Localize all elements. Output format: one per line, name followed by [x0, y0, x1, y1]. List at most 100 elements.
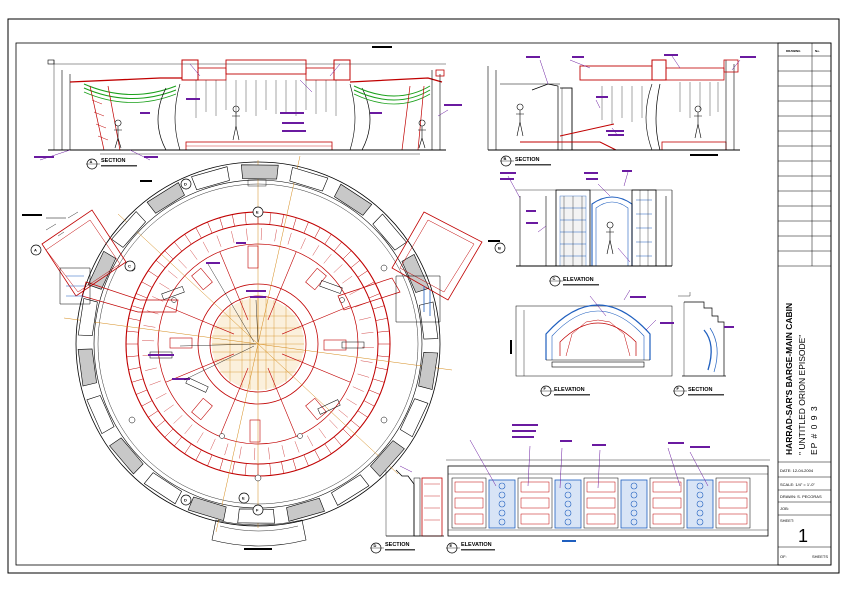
rib-line — [364, 401, 375, 407]
elevation-e-cabinets — [452, 478, 750, 528]
elevation-f-drawing — [516, 290, 672, 376]
section-f-letter: F — [677, 386, 680, 391]
rib-line — [325, 444, 332, 454]
rib-tick — [185, 425, 193, 434]
rib-tick — [164, 405, 174, 412]
rib-line — [185, 234, 192, 244]
cabinet-frame — [584, 478, 618, 528]
rib-line — [127, 331, 139, 332]
sheets-label: SHEETS — [812, 554, 828, 559]
rib-line — [270, 463, 271, 475]
plan-marker-label: C — [128, 264, 131, 269]
rib-line — [315, 228, 321, 239]
rib-line — [351, 420, 360, 428]
rib-line — [304, 455, 309, 466]
drawing-no-label: DRAWING — [786, 49, 801, 53]
rib-line — [142, 401, 153, 407]
section-f-notes — [724, 326, 734, 328]
plan-marker-label: E — [242, 496, 245, 501]
section-f-title: SECTION — [688, 387, 712, 393]
section-d-drawing — [386, 466, 444, 536]
cabinet-shelf — [719, 514, 747, 524]
plan-marker-label: A — [34, 248, 37, 253]
rib-tick — [288, 233, 291, 244]
cabinet-shelf — [521, 498, 549, 508]
rib-line — [232, 462, 234, 474]
section-a-drawing — [40, 60, 448, 160]
cabinet-shelf — [587, 482, 615, 492]
rib-line — [165, 251, 173, 259]
plan-marker-label: D — [184, 182, 187, 187]
rib-line — [270, 213, 271, 225]
rib-tick — [168, 271, 177, 279]
rib-line — [373, 379, 384, 382]
rib-tick — [159, 283, 169, 289]
episode-title: " UNTITLED ORION EPISODE" — [797, 335, 807, 455]
rib-line — [148, 411, 158, 418]
rib-line — [334, 437, 342, 446]
cabinet-shelf — [587, 514, 615, 524]
job-field: JOB: — [780, 506, 789, 511]
rib-line — [156, 260, 165, 268]
section-a-callout: A SECTION — [86, 158, 137, 169]
section-b-callout: B SECTION — [500, 156, 551, 166]
hull-panel — [419, 302, 438, 339]
rib-line — [293, 459, 296, 470]
rib-line — [142, 282, 153, 288]
elevation-c-callout: C ELEVATION — [549, 276, 599, 286]
rib-line — [376, 367, 388, 369]
rib-tick — [174, 415, 183, 423]
rib-tick — [313, 245, 319, 255]
rib-tick — [190, 250, 197, 260]
hull-panel — [290, 167, 328, 191]
section-a-title: SECTION — [101, 158, 125, 164]
hull-panel — [241, 165, 278, 179]
ornate-panel — [489, 480, 515, 528]
elevation-c-letter: C — [553, 276, 556, 281]
rib-tick — [339, 410, 348, 418]
rib-tick — [268, 447, 269, 459]
plan-marker-label: D — [184, 498, 187, 503]
elevation-c-title: ELEVATION — [563, 277, 594, 283]
rib-tick — [231, 231, 234, 243]
rib-tick — [147, 311, 158, 314]
rib-line — [174, 242, 182, 251]
elevation-e-callout: E ELEVATION — [446, 542, 495, 553]
rib-line — [334, 242, 342, 251]
cabinet-shelf — [653, 498, 681, 508]
outer-border — [8, 19, 839, 573]
rib-line — [148, 271, 158, 278]
hull-panel — [192, 167, 230, 190]
rib-tick — [324, 254, 332, 263]
of-label: OF: — [780, 554, 787, 559]
plan-marker-label: B — [498, 246, 501, 251]
rib-line — [207, 222, 212, 233]
rib-tick — [143, 325, 155, 327]
rib-tick — [353, 387, 364, 392]
ornate-panel — [555, 480, 581, 528]
rib-line — [220, 218, 223, 229]
rib-line — [281, 215, 283, 227]
rib-line — [369, 293, 380, 298]
elevation-f-letter: F — [544, 386, 547, 391]
rib-line — [343, 251, 351, 259]
cabinet-shelf — [653, 514, 681, 524]
rib-line — [358, 271, 368, 278]
rib-tick — [361, 361, 373, 363]
rib-line — [165, 429, 173, 437]
section-b-letter: B — [504, 156, 507, 161]
elevation-e-letter: E — [450, 543, 453, 548]
rib-line — [325, 234, 332, 244]
cabinet-frame — [518, 478, 552, 528]
rib-line — [377, 356, 389, 357]
cabinet-shelf — [587, 498, 615, 508]
rib-tick — [307, 436, 313, 447]
cabinet-shelf — [455, 514, 483, 524]
rib-tick — [246, 229, 247, 241]
cabinet-shelf — [455, 498, 483, 508]
rib-line — [281, 462, 283, 474]
cabinet-frame — [716, 478, 750, 528]
cabinet-shelf — [521, 514, 549, 524]
